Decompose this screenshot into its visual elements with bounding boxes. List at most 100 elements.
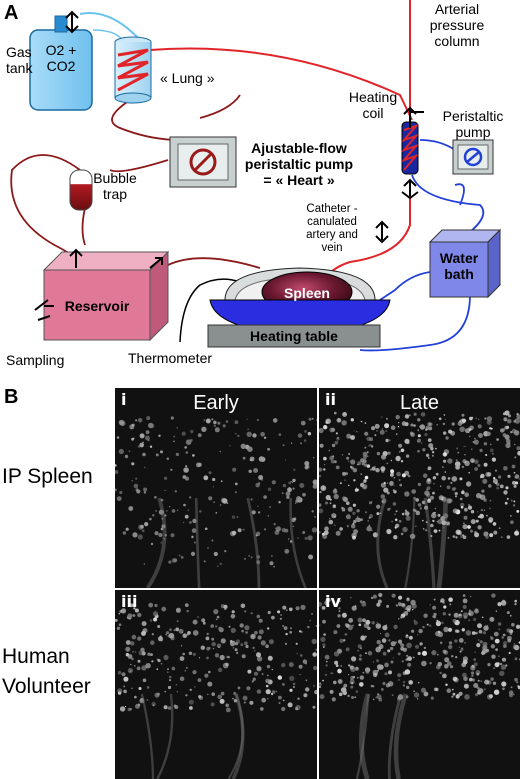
micrograph-speckle (212, 486, 214, 488)
micrograph-speckle (500, 662, 503, 666)
micrograph-speckle (442, 649, 447, 654)
micrograph-speckle (388, 681, 394, 687)
micrograph-speckle (333, 524, 336, 527)
micrograph-speckle (163, 705, 168, 710)
micrograph-speckle (330, 459, 335, 464)
micrograph-speckle (148, 602, 154, 608)
micrograph-speckle (117, 688, 123, 694)
micrograph-speckle (379, 632, 382, 635)
micrograph-speckle (511, 622, 515, 627)
micrograph-speckle (347, 460, 350, 463)
micrograph-speckle (404, 669, 411, 675)
micrograph-speckle (198, 695, 202, 699)
micrograph-speckle (409, 635, 413, 640)
micrograph-speckle (399, 642, 403, 646)
micrograph-speckle (382, 625, 388, 631)
micrograph-speckle (429, 429, 431, 431)
micrograph-speckle (460, 502, 465, 508)
micrograph-speckle (256, 689, 262, 694)
micrograph-speckle (461, 418, 467, 423)
micrograph-speckle (348, 664, 351, 667)
micrograph-speckle (256, 652, 261, 658)
micrograph-speckle (133, 437, 135, 439)
micrograph-speckle (380, 494, 386, 499)
micrograph-speckle (147, 652, 151, 656)
micrograph-speckle (124, 705, 127, 708)
micrograph-speckle (496, 482, 500, 487)
micrograph-speckle (384, 423, 390, 429)
micrograph-speckle (445, 436, 449, 440)
micrograph-speckle (260, 707, 264, 711)
micrograph-speckle (158, 532, 163, 538)
micrograph-speckle (381, 428, 384, 430)
micrograph-speckle (443, 414, 446, 416)
micrograph-speckle (330, 672, 333, 675)
micrograph-speckle (411, 603, 417, 609)
micrograph-speckle (433, 612, 437, 617)
micrograph-speckle (139, 442, 144, 448)
micrograph-speckle (216, 643, 222, 648)
micrograph-speckle (367, 520, 369, 522)
micrograph-speckle (430, 534, 433, 538)
micrograph-speckle (508, 651, 511, 655)
micrograph-speckle (446, 661, 452, 666)
micrograph-speckle (146, 416, 151, 421)
micrograph-speckle (504, 425, 509, 430)
micrograph-speckle (468, 619, 471, 622)
micrograph-speckle (390, 469, 395, 474)
micrograph-speckle (413, 620, 418, 625)
micrograph-speckle (490, 644, 496, 649)
micrograph-speckle (145, 435, 150, 441)
micrograph-speckle (213, 420, 217, 425)
micrograph-speckle (517, 685, 520, 690)
micrograph-speckle (236, 651, 239, 654)
micrograph-speckle (413, 412, 417, 416)
micrograph-speckle (131, 480, 133, 482)
micrograph-speckle (154, 603, 158, 608)
micrograph-speckle (516, 414, 520, 420)
micrograph-speckle (379, 512, 382, 515)
micrograph-speckle (325, 421, 329, 424)
micrograph-speckle (506, 628, 511, 633)
micrograph-speckle (503, 417, 508, 422)
micrograph-speckle (404, 414, 410, 419)
micrograph-speckle (395, 523, 400, 528)
row-label-ip-spleen: IP Spleen (2, 465, 93, 488)
micrograph-speckle (498, 655, 500, 657)
micrograph-speckle (427, 438, 432, 442)
micrograph-speckle (207, 681, 213, 687)
micrograph-speckle (297, 697, 300, 700)
micrograph-speckle (218, 627, 224, 633)
micrograph-speckle (160, 662, 163, 665)
micrograph-speckle (417, 429, 420, 432)
micrograph-speckle (294, 502, 297, 505)
micrograph-speckle (401, 473, 406, 478)
micrograph-speckle (311, 613, 313, 615)
micrograph-speckle (364, 422, 367, 424)
micrograph-speckle (376, 639, 381, 645)
micrograph-speckle (455, 656, 458, 659)
micrograph-speckle (260, 640, 266, 646)
micrograph-speckle (198, 657, 201, 659)
micrograph-speckle (206, 632, 209, 636)
micrograph-speckle (507, 418, 512, 424)
micrograph-speckle (491, 654, 496, 659)
micrograph-speckle (163, 654, 169, 661)
micrograph-speckle (396, 433, 398, 435)
micrograph-speckle (354, 696, 356, 698)
micrograph-speckle (345, 514, 351, 520)
micrograph-speckle (125, 646, 131, 652)
micrograph-speckle (381, 501, 384, 503)
micrograph-speckle (224, 550, 227, 553)
micrograph-speckle (443, 431, 447, 435)
micrograph-speckle (308, 417, 312, 421)
micrograph-speckle (350, 675, 355, 680)
micrograph-speckle (282, 683, 285, 686)
micrograph-speckle (473, 662, 478, 667)
micrograph-speckle (337, 668, 342, 674)
micrograph-speckle (170, 468, 173, 471)
micrograph-speckle (197, 433, 202, 438)
micrograph-speckle (474, 651, 476, 653)
micrograph-speckle (185, 694, 188, 697)
